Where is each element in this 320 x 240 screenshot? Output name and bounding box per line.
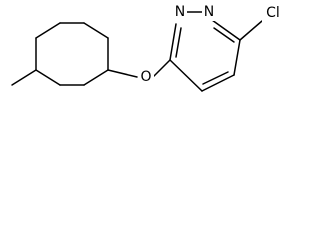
- bond-chlorine: [239, 20, 263, 41]
- bond-c5-c4-inner: [202, 71, 229, 85]
- bond-c4-c3: [169, 59, 203, 92]
- bond-methyl: [11, 69, 37, 86]
- bond-ring-oxygen: [107, 69, 138, 78]
- oxygen-text: O: [140, 69, 151, 85]
- bond-c6-c5: [233, 39, 241, 76]
- chlorine-text: Cl: [266, 5, 280, 21]
- molecule-structure-drawing: N N O Cl: [11, 3, 284, 92]
- bond-oxygen-pyridazine: [152, 59, 171, 78]
- pyridazine-ring: [169, 11, 241, 92]
- bond-c1-c2: [83, 69, 109, 86]
- bond-c5-c4: [201, 74, 235, 92]
- bond-c3-n2-inner: [175, 27, 182, 58]
- bond-c3-c4: [35, 69, 61, 86]
- cyclohexane-ring: [35, 22, 109, 86]
- bond-n1-c6: [211, 19, 241, 41]
- bond-c3-n2: [169, 23, 177, 61]
- atom-n2-label: N: [202, 3, 216, 21]
- nitrogen-1-text: N: [175, 4, 185, 20]
- atom-cl-label: Cl: [262, 4, 284, 22]
- atom-n1-label: N: [173, 3, 187, 21]
- nitrogen-2-text: N: [204, 4, 214, 20]
- bond-c6-c1: [83, 22, 109, 39]
- bond-n1-c6-inner: [213, 27, 235, 43]
- bond-c5-c6: [35, 22, 61, 39]
- atom-o-label: O: [138, 68, 154, 86]
